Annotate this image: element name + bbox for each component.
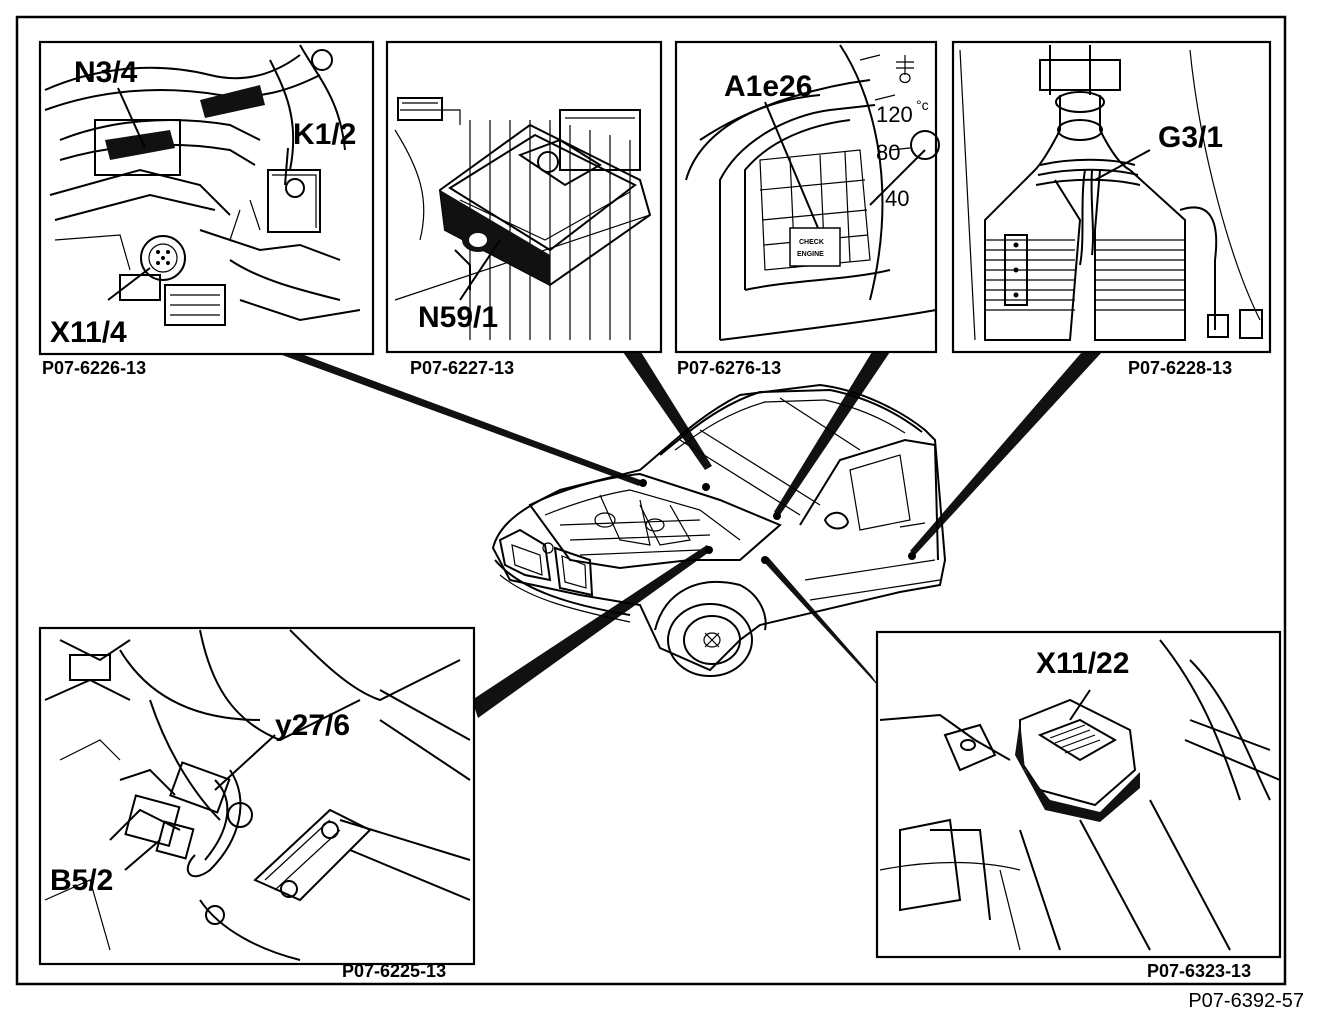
label-k1-2: K1/2 [293,118,356,151]
panel-footwell-connector: X11/22 P07-6323-13 [875,630,1282,981]
label-b5-2: B5/2 [50,864,113,897]
ref-p07-6276-13: P07-6276-13 [677,358,781,378]
leader-exhaust [910,352,1102,555]
label-x11-4: X11/4 [50,316,127,349]
gauge-120: 120 [876,102,913,127]
leader-footwell [763,557,880,688]
label-y27-6: y27/6 [275,709,350,742]
panel-transmission: y27/6 B5/2 P07-6225-13 [38,626,476,981]
ref-p07-6323-13: P07-6323-13 [1147,961,1251,981]
leader-instrument [774,352,890,515]
label-a1e26: A1e26 [724,70,812,103]
gauge-80: 80 [876,140,900,165]
label-x11-22: X11/22 [1036,647,1129,680]
lamp-text-engine: ENGINE [797,251,824,258]
leader-control-module [623,352,712,470]
leader-transmission [472,545,712,718]
panel-engine-bay: N3/4 K1/2 X11/4 P07-6226-13 [38,40,375,378]
ref-p07-6225-13: P07-6225-13 [342,961,446,981]
label-n3-4: N3/4 [74,56,138,89]
outer-frame [15,15,1287,986]
label-g3-1: G3/1 [1158,121,1223,154]
gauge-unit: °c [916,97,929,113]
panel-exhaust: G3/1 P07-6228-13 [951,40,1272,378]
ref-p07-6227-13: P07-6227-13 [410,358,514,378]
gauge-40: 40 [885,186,909,211]
leader-engine-bay [282,352,643,486]
label-n59-1: N59/1 [418,301,498,334]
figure-reference: P07-6392-57 [1188,990,1304,1012]
panel-instrument-cluster: CHECK ENGINE 120 °c 80 40 A1e26 P07-6276… [674,40,940,378]
leader-lines [282,352,1102,718]
ref-p07-6228-13: P07-6228-13 [1128,358,1232,378]
car-illustration [491,383,947,677]
panel-control-module: N59/1 P07-6227-13 [385,40,663,378]
ref-p07-6226-13: P07-6226-13 [42,358,146,378]
lamp-text-check: CHECK [799,239,824,246]
